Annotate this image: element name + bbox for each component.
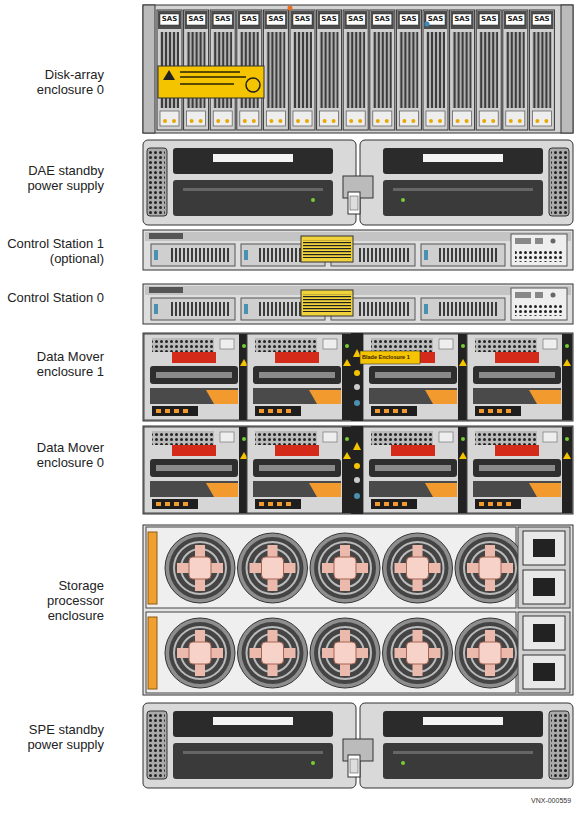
disk-array-enclosure-art-part [396,10,421,130]
drive-type-label: SAS [210,15,235,24]
drive-type-label: SAS [423,15,448,24]
drive-type-label: SAS [370,15,395,24]
hardware-enclosure: Data Mover enclosure 0 [143,426,573,514]
drive-type-label: SAS [263,15,288,24]
disk-array-enclosure-art-part [423,10,448,130]
drive-type-label: SAS [237,15,262,24]
spe-sps-art-part [143,703,573,788]
storage-processor-art-part [146,612,570,693]
storage-processor-art-part [146,527,570,608]
drive-type-label: SAS [396,15,421,24]
control-station-0-art [143,284,573,324]
disk-array-enclosure-art [143,5,573,133]
hardware-enclosure: Storage processor enclosure [143,525,573,695]
disk-array-enclosure-art-part [180,71,240,73]
disk-array-enclosure-art-part [450,10,475,130]
disk-drive: SAS [317,10,342,130]
hardware-enclosure: DAE standby power supply [143,140,573,225]
data-mover-0-art-part [143,426,573,514]
component-label: Disk-array enclosure 0 [4,67,104,97]
disk-array-enclosure-art-part [180,76,246,78]
disk-drive: SAS [476,10,501,130]
component-label: Control Station 0 [0,290,104,305]
drive-type-label: SAS [450,15,475,24]
disk-array-enclosure-art-part [529,10,554,130]
disk-drive: SAS [370,10,395,130]
disk-array-enclosure-art-part [263,10,288,130]
component-label: Storage processor enclosure [24,578,104,623]
drive-type-label: SAS [343,15,368,24]
disk-drive: SAS [529,10,554,130]
component-label: Data Mover enclosure 1 [4,349,104,379]
hardware-enclosure: Data Mover enclosure 1 [143,333,573,421]
disk-array-enclosure-art-part [290,10,315,130]
component-label: Data Mover enclosure 0 [4,440,104,470]
enclosure-tag: Blade Enclosure 1 [362,354,410,360]
disk-drive: SAS [503,10,528,130]
disk-array-enclosure-art-part [246,78,260,92]
data-mover-0-art [143,426,573,514]
spe-sps-art [143,703,573,788]
component-label: SPE standby power supply [4,722,104,752]
disk-drive: SAS [263,10,288,130]
drive-type-label: SAS [529,15,554,24]
disk-array-enclosure-art-part [288,6,293,11]
hardware-enclosure: Control Station 0 [143,284,573,324]
control-station-1-art-part [143,230,573,270]
disk-array-enclosure-art-part [163,70,175,80]
disk-array-enclosure-art-part [143,5,155,133]
hardware-enclosure: Disk-array enclosure 0SASSASSASSASSASSAS… [143,5,573,133]
disk-array-enclosure-art-part [476,10,501,130]
hardware-enclosure: SPE standby power supply [143,703,573,788]
data-mover-1-art [143,333,573,421]
disk-drive: SAS [184,10,209,130]
disk-array-enclosure-art-part [180,83,234,85]
data-mover-1-art-part [143,333,573,421]
control-station-1-art [143,230,573,270]
component-label: Control Station 1 (optional) [0,236,104,266]
data-mover-1-art-part [360,351,420,364]
drive-type-label: SAS [476,15,501,24]
disk-drive: SAS [450,10,475,130]
dae-sps-art [143,140,573,225]
disk-drive: SAS [210,10,235,130]
disk-array-enclosure-art-part [343,10,368,130]
drive-type-label: SAS [157,15,182,24]
disk-drive: SAS [423,10,448,130]
disk-array-enclosure-art-part [561,5,573,133]
drive-type-label: SAS [317,15,342,24]
disk-array-enclosure-art-part [503,10,528,130]
disk-drive: SAS [237,10,262,130]
disk-array-enclosure-art-part [317,10,342,130]
disk-drive: SAS [290,10,315,130]
control-station-0-art-part [143,284,573,324]
drive-type-label: SAS [503,15,528,24]
storage-processor-art [143,525,573,695]
disk-drive: SAS [157,10,182,130]
dae-sps-art-part [143,140,573,225]
disk-array-enclosure-art-part [143,5,573,133]
storage-processor-art-part [143,525,573,695]
drive-type-label: SAS [290,15,315,24]
disk-array-enclosure-art-part [158,66,264,98]
disk-array-enclosure-art-part [370,10,395,130]
figure-id: VNX-000559 [531,797,571,805]
disk-drive: SAS [343,10,368,130]
disk-drive: SAS [396,10,421,130]
component-label: DAE standby power supply [4,163,104,193]
drive-type-label: SAS [184,15,209,24]
hardware-enclosure: Control Station 1 (optional) [143,230,573,270]
